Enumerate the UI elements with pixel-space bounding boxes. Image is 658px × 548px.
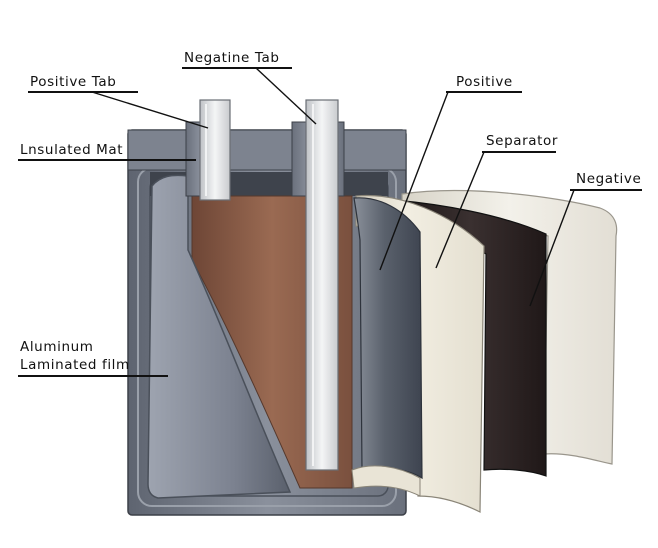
svg-text:Positive: Positive <box>456 74 513 90</box>
label-negative: Negative <box>529 171 642 307</box>
positive-layer <box>353 197 423 480</box>
label-positive-tab: Positive Tab <box>28 74 209 129</box>
label-aluminum-laminated-film: Aluminum Laminated film <box>18 339 168 377</box>
positive-tab <box>199 99 231 201</box>
separator-front-curl <box>351 465 421 497</box>
label-positive: Positive <box>379 74 522 271</box>
svg-text:Separator: Separator <box>486 133 558 149</box>
aluminum-laminated-film <box>147 174 292 499</box>
label-separator: Separator <box>435 133 558 269</box>
svg-text:Negatine Tab: Negatine Tab <box>184 50 280 66</box>
label-negative-tab: Negatine Tab <box>182 50 317 125</box>
svg-text:Lnsulated Mat: Lnsulated Mat <box>20 142 123 158</box>
svg-text:Aluminum: Aluminum <box>20 339 94 355</box>
svg-text:Laminated film: Laminated film <box>20 357 130 373</box>
label-insulated-mat: Lnsulated Mat <box>18 142 196 161</box>
svg-text:Negative: Negative <box>576 171 641 187</box>
svg-text:Positive Tab: Positive Tab <box>30 74 116 90</box>
negative-tab <box>305 99 339 471</box>
